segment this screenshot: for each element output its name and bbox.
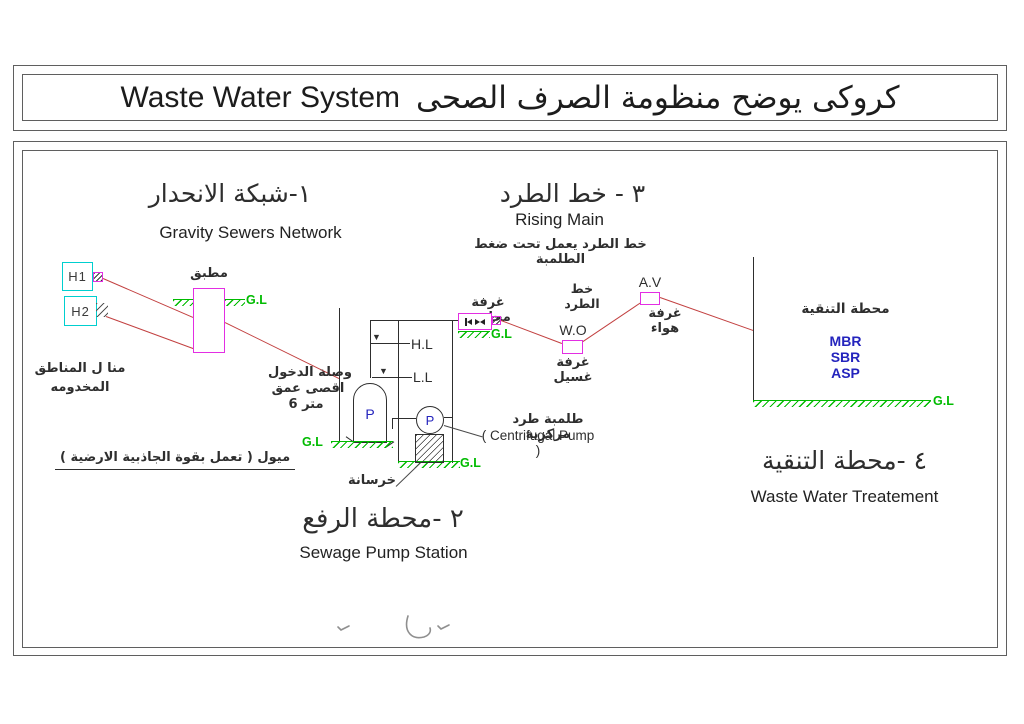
inlet-connection-label-line1: وصلة الدخول [267, 365, 352, 380]
wet-well-left-wall [339, 308, 341, 442]
high-level-line [370, 343, 410, 345]
inlet-connection-label-line2: اقصى عمق [271, 381, 345, 396]
title-block-outer-frame [13, 65, 1007, 131]
tech-sbr-label: SBR [830, 349, 861, 365]
rising-pressure-note: خط الطرد يعمل تحت ضغط الطلمبة [474, 237, 647, 267]
house-h2-label: H2 [71, 303, 90, 319]
submersible-pump-symbol: P [353, 383, 387, 443]
station-middle-wall [398, 320, 400, 463]
ground-level-label-wet-well: G.L [302, 435, 323, 449]
concrete-base-block [415, 434, 444, 463]
air-valve-box [640, 292, 660, 305]
h2-connection-hatch-icon [96, 303, 108, 317]
served-areas-label-line1: منا ل المناطق [34, 361, 126, 376]
low-level-label: L.L [413, 369, 433, 385]
rising-heading-arabic: ٣ - خط الطرد [499, 179, 646, 208]
ground-level-label-valve: G.L [491, 327, 512, 341]
tech-asp-label: ASP [831, 365, 860, 381]
title-english: Waste Water System [120, 80, 401, 114]
air-valve-label: A.V [638, 274, 662, 290]
ground-line-valve-chamber [458, 331, 490, 338]
rising-heading-english: Rising Main [515, 210, 604, 229]
house-h2-box: H2 [64, 296, 97, 326]
low-level-line [372, 377, 412, 379]
treatment-heading-english: Waste Water Treatement [750, 487, 939, 506]
concrete-label: خرسانة [348, 473, 396, 488]
h1-connection-hatch-icon [93, 272, 103, 282]
valve-chamber-box [458, 313, 492, 330]
station-top-slab-line [370, 320, 458, 322]
suction-pipe-horizontal [392, 418, 416, 420]
drawing-inner-frame [22, 150, 998, 648]
drawing-title: Waste Water System كروكى يوضح منظومة الص… [23, 75, 997, 120]
air-chamber-label: غرفة هواء [648, 306, 682, 336]
drawing-outer-frame [13, 141, 1007, 656]
gate-valve-icon [474, 318, 485, 325]
rising-line-label: خط الطرد [564, 281, 600, 311]
washout-label: W.O [559, 322, 587, 338]
treatment-plant-wall [753, 257, 755, 402]
manhole-label: مطبق [190, 266, 228, 281]
manhole-box [193, 288, 225, 353]
ground-level-label-pump-pit: G.L [460, 456, 481, 470]
wash-chamber-label: غرفة غسيل [553, 355, 593, 385]
house-h1-label: H1 [68, 269, 87, 284]
ground-line-wet-well [331, 441, 393, 448]
discharge-pipe-stub [444, 417, 452, 419]
tech-mbr-label: MBR [829, 333, 862, 349]
centrifugal-pump-letter: P [425, 412, 435, 428]
centrifugal-pump-label-arabic: طلمبة طرد مركزية [512, 412, 584, 442]
title-block-inner-frame: Waste Water System كروكى يوضح منظومة الص… [22, 74, 998, 121]
submersible-pump-letter: P [365, 406, 375, 422]
gravity-note-label: ميول ( تعمل بقوة الجاذبية الارضية ) [55, 450, 296, 470]
ground-line-treatment [753, 400, 931, 407]
check-valve-icon [465, 317, 472, 326]
centrifugal-pump-symbol: P [416, 406, 444, 434]
high-level-label: H.L [411, 336, 433, 352]
pump-station-heading-arabic: ٢ -محطة الرفع [302, 504, 464, 534]
gravity-heading-arabic: ١-شبكة الانحدار [148, 179, 312, 208]
title-arabic: كروكى يوضح منظومة الصرف الصحى [416, 79, 900, 116]
high-level-marker-icon: ▼ [372, 332, 381, 342]
treatment-heading-arabic: ٤ -محطة التنقية [761, 446, 928, 475]
ground-level-label-manhole: G.L [246, 293, 267, 307]
treatment-plant-label-arabic: محطة التنقية [801, 301, 890, 317]
served-areas-label-line2: المخدومه [50, 380, 110, 395]
valve-outlet-hatch-icon [492, 316, 501, 325]
gravity-note-wrap: ميول ( تعمل بقوة الجاذبية الارضية ) [55, 448, 296, 470]
suction-pipe-vertical [392, 418, 394, 429]
ground-level-label-treatment: G.L [933, 394, 954, 408]
low-level-marker-icon: ▼ [379, 366, 388, 376]
centrifugal-pump-label-english: ( Centrifugal Pump ) [481, 428, 595, 458]
gravity-heading-english: Gravity Sewers Network [159, 223, 342, 242]
washout-box [562, 340, 583, 354]
station-right-wall [452, 320, 454, 463]
pump-station-heading-english: Sewage Pump Station [299, 543, 468, 562]
house-h1-box: H1 [62, 262, 93, 291]
inlet-connection-label-line3: 6 متر [288, 397, 324, 412]
wet-well-inlet-wall [370, 320, 372, 378]
faint-ghost-marks [337, 615, 450, 639]
